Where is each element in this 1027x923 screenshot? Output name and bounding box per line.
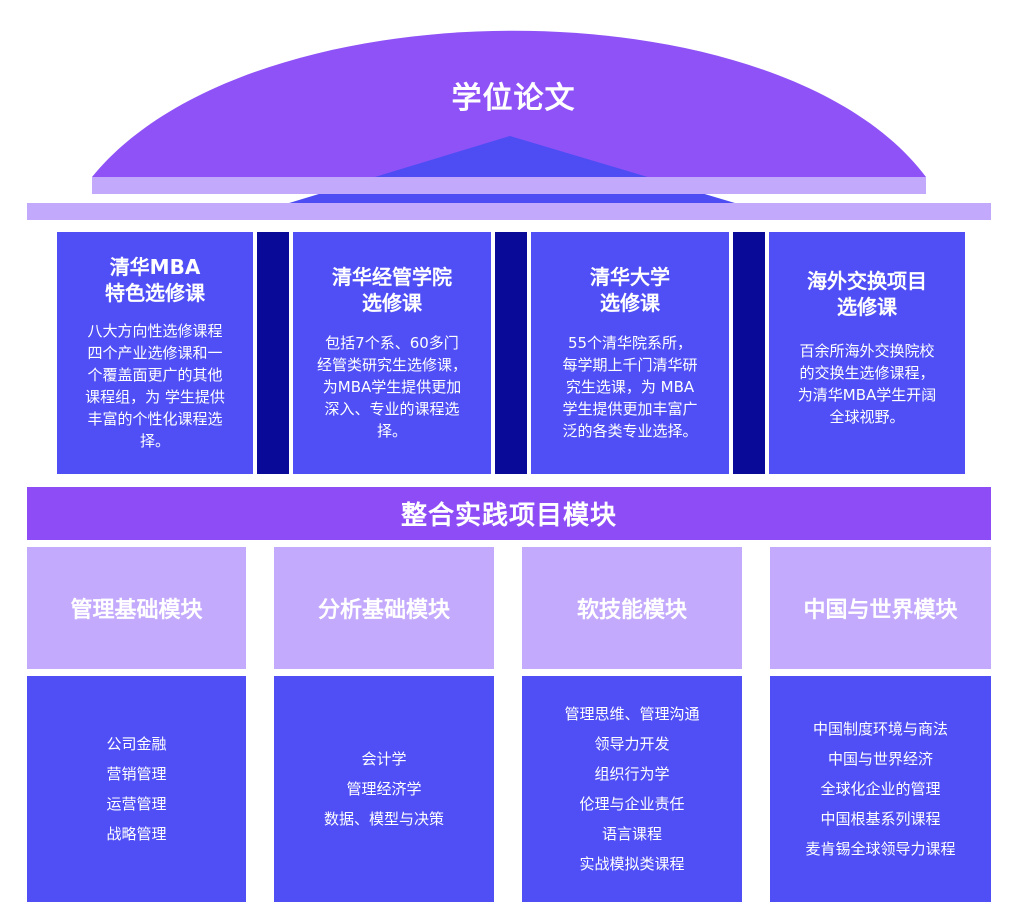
- module-course-list: 中国制度环境与商法 中国与世界经济 全球化企业的管理 中国根基系列课程 麦肯锡全…: [770, 676, 991, 902]
- course-item: 伦理与企业责任: [579, 795, 685, 813]
- roof-title: 学位论文: [451, 81, 576, 116]
- pillar-overseas-exchange-electives: 海外交换项目 选修课 百余所海外交换院校的交换生选修课程，为清华MBA学生开阔全…: [769, 232, 965, 474]
- module-header: 软技能模块: [522, 547, 742, 669]
- course-item: 战略管理: [106, 825, 167, 843]
- course-item: 实战模拟类课程: [579, 855, 685, 873]
- course-item: 全球化企业的管理: [820, 780, 941, 798]
- pillar-title: 清华经管学院: [332, 265, 452, 289]
- pillar-title: 海外交换项目: [807, 269, 927, 293]
- pillar-title: 清华大学: [590, 265, 670, 289]
- module-header: 分析基础模块: [274, 547, 494, 669]
- pillar-description: 包括7个系、60多门经管类研究生选修课，为MBA学生提供更加深入、专业的课程选择…: [316, 334, 467, 440]
- course-item: 运营管理: [106, 795, 167, 813]
- course-item: 中国根基系列课程: [820, 810, 941, 828]
- course-item: 麦肯锡全球领导力课程: [805, 840, 956, 858]
- course-item: 营销管理: [106, 765, 167, 783]
- pillar-title: 选修课: [837, 295, 897, 319]
- pillar-tsinghua-mba-electives: 清华MBA 特色选修课 八大方向性选修课程四个产业选修课和一个覆盖面更广的其他课…: [57, 232, 253, 474]
- roof-dome: [92, 30, 926, 177]
- module-course-list: 管理思维、管理沟通 领导力开发 组织行为学 伦理与企业责任 语言课程 实战模拟类…: [522, 676, 742, 902]
- pillar-title: 选修课: [362, 291, 422, 315]
- pillar-sem-electives: 清华经管学院 选修课 包括7个系、60多门经管类研究生选修课，为MBA学生提供更…: [293, 232, 491, 474]
- pillar-gap: [733, 232, 765, 474]
- course-item: 中国制度环境与商法: [812, 720, 948, 738]
- pillar-description: 百余所海外交换院校的交换生选修课程，为清华MBA学生开阔全球视野。: [797, 342, 937, 426]
- course-item: 会计学: [361, 750, 407, 768]
- roof-ledge-lower: [27, 203, 991, 220]
- pillar-gap: [495, 232, 527, 474]
- pillar-title: 清华MBA: [109, 255, 201, 279]
- pillar-gap: [257, 232, 289, 474]
- pillar-description: 八大方向性选修课程四个产业选修课和一个覆盖面更广的其他课程组，为 学生提供丰富的…: [85, 322, 225, 450]
- course-item: 组织行为学: [594, 765, 670, 783]
- roof-ledge-upper: [92, 177, 926, 194]
- module-course-list: 公司金融 营销管理 运营管理 战略管理: [27, 676, 246, 902]
- integrated-practice-band: 整合实践项目模块: [27, 487, 991, 540]
- course-item: 领导力开发: [594, 735, 670, 753]
- course-item: 管理经济学: [346, 780, 422, 798]
- course-item: 公司金融: [106, 735, 167, 753]
- pillar-title: 选修课: [600, 291, 660, 315]
- pillar-title: 特色选修课: [105, 281, 205, 305]
- module-header: 中国与世界模块: [770, 547, 991, 669]
- course-item: 中国与世界经济: [827, 750, 933, 768]
- course-item: 语言课程: [601, 825, 662, 843]
- module-header: 管理基础模块: [27, 547, 246, 669]
- module-course-list: 会计学 管理经济学 数据、模型与决策: [274, 676, 494, 902]
- course-item: 数据、模型与决策: [323, 810, 444, 828]
- course-item: 管理思维、管理沟通: [564, 705, 700, 723]
